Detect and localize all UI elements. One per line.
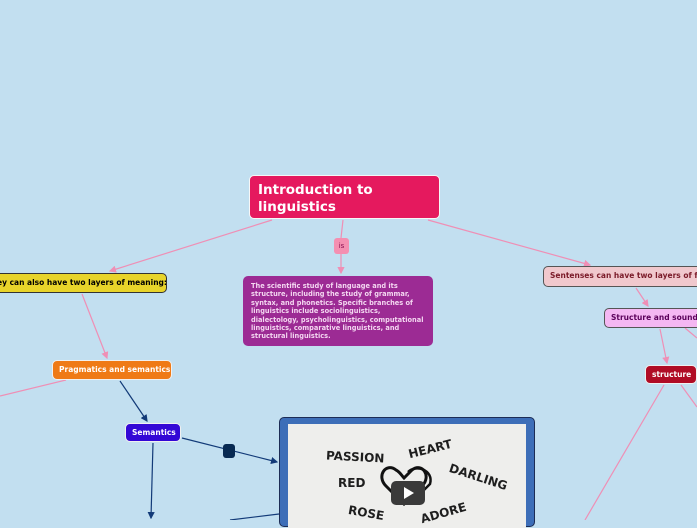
connector-structure-right: [680, 384, 697, 408]
link-attachment-handle[interactable]: [223, 444, 235, 458]
structure-topic[interactable]: structure: [645, 365, 697, 384]
video-thumbnail[interactable]: PASSION HEART DARLING RED ROSE ADORE: [288, 424, 526, 528]
sentences-layers-text: Sentenses can have two layers of fro: [550, 271, 697, 280]
connector-right-offscreen: [684, 327, 697, 339]
structure-and-sounds-topic[interactable]: Structure and sounds: [604, 308, 697, 328]
layers-of-meaning-topic[interactable]: ey can also have two layers of meaning:: [0, 273, 167, 293]
structure-text: structure: [652, 370, 692, 379]
play-icon: [404, 487, 414, 499]
pragmatics-and-semantics-text: Pragmatics and semantics: [59, 365, 171, 374]
semantics-topic[interactable]: Semantics: [125, 423, 181, 442]
link-label-is[interactable]: is: [334, 238, 349, 254]
word-heart: HEART: [406, 436, 454, 462]
connector-root-left: [108, 219, 273, 273]
connector-bottom-video: [229, 513, 280, 520]
connector-root-right: [427, 219, 592, 267]
play-button[interactable]: [391, 481, 425, 505]
word-darling: DARLING: [447, 460, 510, 494]
definition-topic[interactable]: The scientific study of language and its…: [243, 276, 433, 346]
heart-icon: [380, 466, 432, 507]
connector-pragmatics-semantics: [119, 380, 148, 422]
connector-root-is: [340, 219, 344, 239]
root-topic[interactable]: Introduction to linguistics: [249, 175, 440, 219]
video-embed[interactable]: PASSION HEART DARLING RED ROSE ADORE: [279, 417, 535, 528]
word-passion: PASSION: [325, 448, 385, 466]
connector-semantics-down: [147, 442, 155, 520]
definition-text: The scientific study of language and its…: [251, 282, 424, 341]
connector-right-structure-sounds: [635, 287, 649, 307]
link-label-text: is: [338, 242, 345, 250]
connector-left-pragmatics: [81, 293, 109, 360]
semantics-text: Semantics: [132, 428, 176, 437]
pragmatics-and-semantics-topic[interactable]: Pragmatics and semantics: [52, 360, 172, 380]
connector-pragmatics-left: [0, 379, 67, 397]
layers-of-meaning-text: ey can also have two layers of meaning:: [0, 278, 167, 287]
structure-and-sounds-text: Structure and sounds: [611, 313, 697, 322]
sentences-layers-topic[interactable]: Sentenses can have two layers of fro: [543, 266, 697, 287]
connector-sounds-structure: [659, 328, 670, 365]
word-red: RED: [338, 476, 366, 490]
root-topic-title: Introduction to linguistics: [258, 182, 373, 215]
connector-structure-down: [584, 384, 665, 520]
